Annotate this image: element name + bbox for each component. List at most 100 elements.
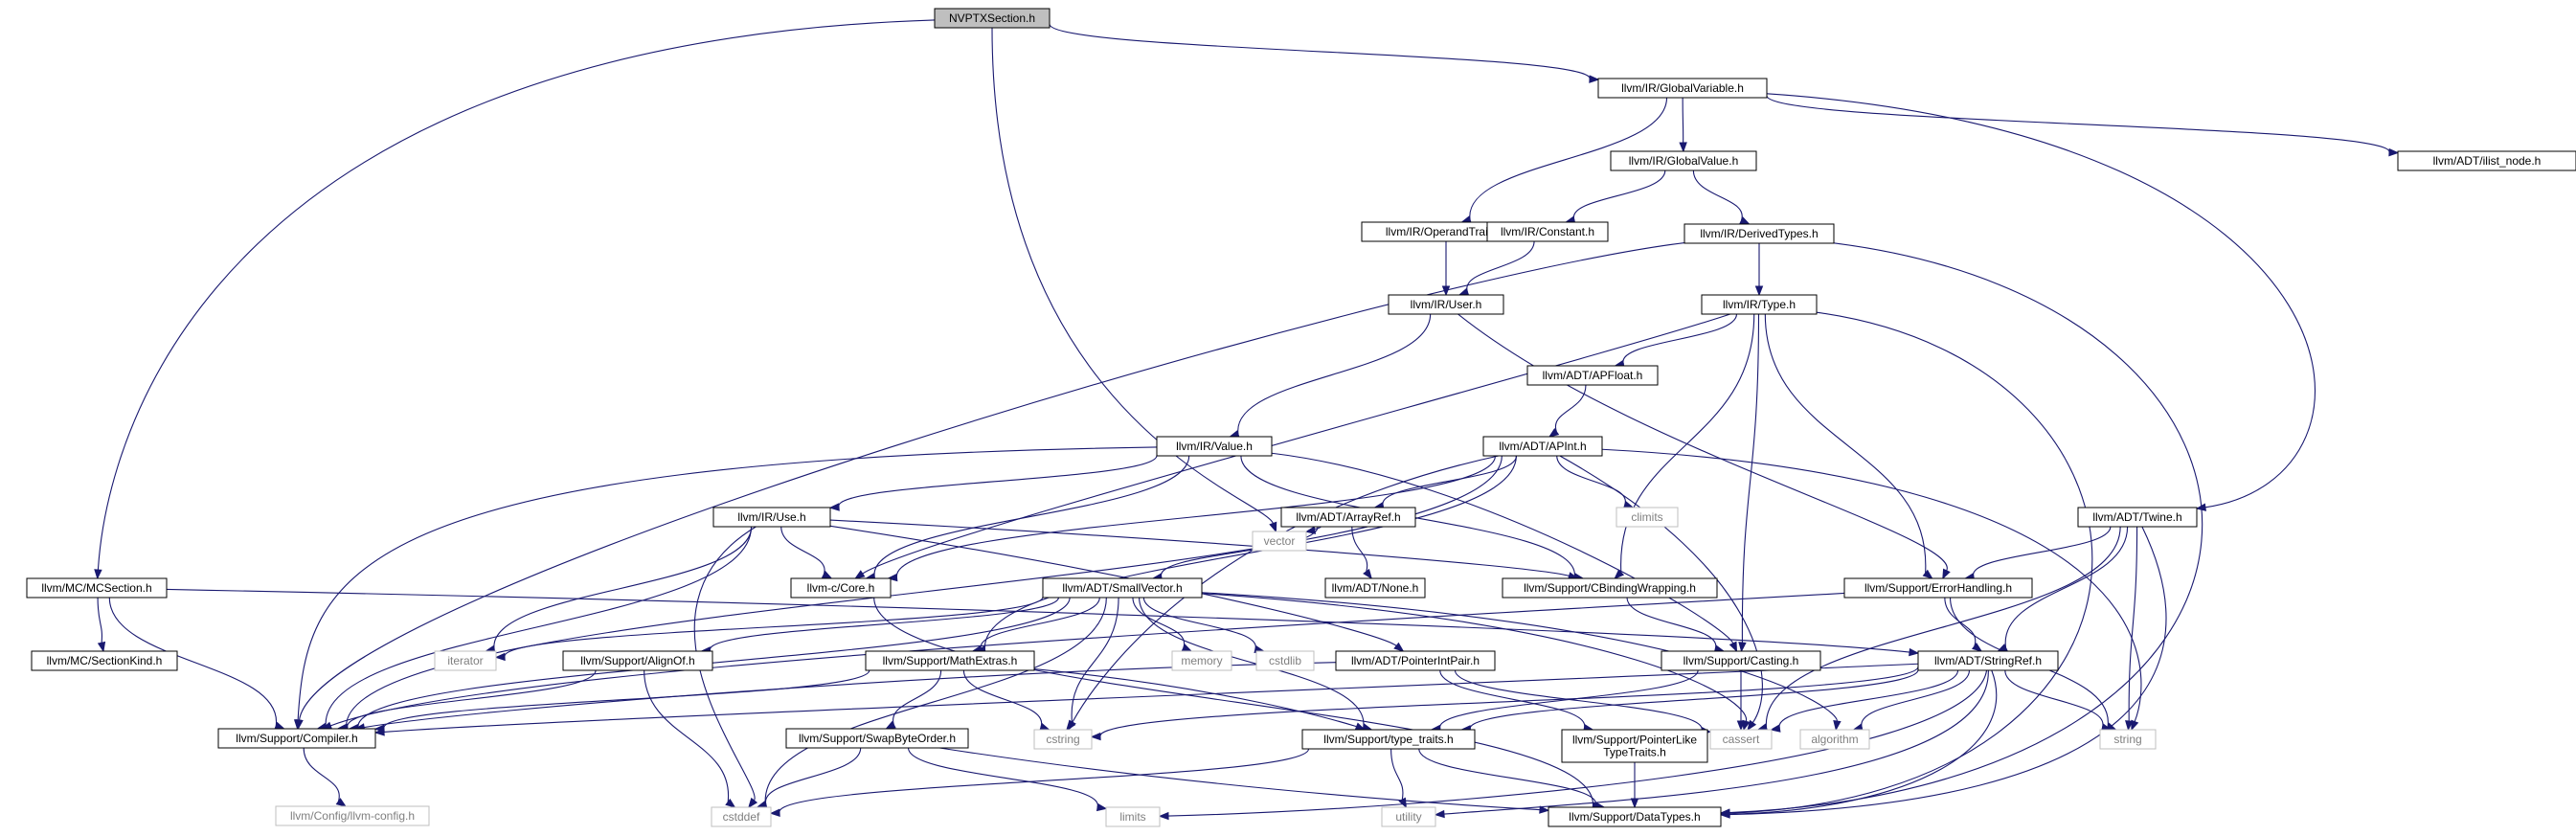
edge-smallvector-to-alignof xyxy=(700,597,1059,655)
edge-line xyxy=(1443,669,1989,815)
edge-smallvector-to-memory xyxy=(1132,597,1193,652)
node-box xyxy=(1301,729,1476,750)
node-box xyxy=(562,650,713,671)
edge-line xyxy=(1237,313,1432,435)
node-smallvector[interactable]: llvm/ADT/SmallVector.h xyxy=(1042,577,1203,599)
edge-line xyxy=(1033,668,1358,728)
edge-arrowhead xyxy=(885,720,896,730)
edge-line xyxy=(873,455,1190,577)
edge-arrayref-to-none xyxy=(1351,526,1373,580)
node-label: llvm-c/Core.h xyxy=(807,581,875,595)
node-label: llvm/Support/MathExtras.h xyxy=(883,654,1018,667)
edge-arrowhead xyxy=(2125,720,2134,732)
edge-type-to-errorhandling xyxy=(1764,313,1933,579)
edge-arrowhead xyxy=(1739,216,1751,225)
edge-mcsection-to-sectionkind xyxy=(97,597,106,653)
node-label: llvm/IR/GlobalValue.h xyxy=(1629,154,1739,168)
node-box xyxy=(1171,650,1232,671)
node-errorhandling[interactable]: llvm/Support/ErrorHandling.h xyxy=(1843,577,2033,599)
node-value[interactable]: llvm/IR/Value.h xyxy=(1156,436,1273,457)
edge-arrowhead xyxy=(1747,719,1757,732)
edge-smallvector-to-cstdlib xyxy=(1142,597,1265,654)
node-globalvalue[interactable]: llvm/IR/GlobalValue.h xyxy=(1610,150,1757,171)
edge-smallvector-to-cstring xyxy=(1066,597,1119,732)
node-label: llvm/ADT/PointerIntPair.h xyxy=(1351,654,1480,667)
node-mathextras[interactable]: llvm/Support/MathExtras.h xyxy=(865,650,1035,671)
node-apint[interactable]: llvm/ADT/APInt.h xyxy=(1482,436,1603,457)
edge-arrowhead xyxy=(1039,722,1051,731)
edge-use-to-ccore xyxy=(780,526,833,579)
edge-arrowhead xyxy=(1434,809,1445,819)
node-apfloat[interactable]: llvm/ADT/APFloat.h xyxy=(1526,365,1659,386)
node-user[interactable]: llvm/IR/User.h xyxy=(1388,294,1504,315)
edge-line xyxy=(1418,748,1596,806)
node-label: cstdlib xyxy=(1269,654,1301,667)
node-constant[interactable]: llvm/IR/Constant.h xyxy=(1486,221,1609,242)
node-compiler[interactable]: llvm/Support/Compiler.h xyxy=(217,728,376,749)
node-none[interactable]: llvm/ADT/None.h xyxy=(1324,577,1426,599)
edge-line xyxy=(1382,455,1518,507)
edge-stringref-to-string xyxy=(2004,669,2113,732)
node-type[interactable]: llvm/IR/Type.h xyxy=(1701,294,1818,315)
edge-arrowhead xyxy=(1398,797,1408,809)
node-stringref[interactable]: llvm/ADT/StringRef.h xyxy=(1917,650,2059,671)
node-box xyxy=(1381,806,1436,827)
edge-line xyxy=(1201,593,1748,722)
edge-arrowhead xyxy=(854,570,866,579)
node-ilist[interactable]: llvm/ADT/ilist_node.h xyxy=(2397,150,2576,171)
node-box xyxy=(1324,577,1426,599)
node-limits: limits xyxy=(1105,806,1161,827)
edge-stringref-to-datatypes xyxy=(1719,669,1998,819)
edge-use-to-cstddef xyxy=(693,526,758,809)
node-twine[interactable]: llvm/ADT/Twine.h xyxy=(2077,507,2198,528)
node-mcsection[interactable]: llvm/MC/MCSection.h xyxy=(26,577,168,599)
node-label: llvm/Support/SwapByteOrder.h xyxy=(799,732,956,745)
node-label: limits xyxy=(1119,810,1145,824)
node-sectionkind[interactable]: llvm/MC/SectionKind.h xyxy=(31,650,178,671)
edge-arrowhead xyxy=(373,728,385,736)
node-swapbyte[interactable]: llvm/Support/SwapByteOrder.h xyxy=(785,728,969,749)
edge-arrowhead xyxy=(1096,802,1108,812)
edge-value-to-ccore xyxy=(864,455,1190,581)
node-nvptx[interactable]: NVPTXSection.h xyxy=(934,8,1051,29)
node-pointerintpair[interactable]: llvm/ADT/PointerIntPair.h xyxy=(1335,650,1496,671)
edge-arrowhead xyxy=(1754,285,1764,297)
edge-pointerlike-to-datatypes xyxy=(1630,761,1639,809)
node-globalvar[interactable]: llvm/IR/GlobalVariable.h xyxy=(1597,78,1768,99)
node-casting[interactable]: llvm/Support/Casting.h xyxy=(1661,650,1821,671)
node-ccore[interactable]: llvm-c/Core.h xyxy=(790,577,892,599)
node-alignof[interactable]: llvm/Support/AlignOf.h xyxy=(562,650,713,671)
node-label: llvm/ADT/StringRef.h xyxy=(1934,654,2042,667)
edge-operandtraits-to-user xyxy=(1441,241,1451,297)
edge-use-to-compiler xyxy=(316,526,753,731)
edge-line xyxy=(1071,597,1119,723)
edge-line xyxy=(1454,669,1703,732)
node-box xyxy=(1042,577,1203,599)
node-use[interactable]: llvm/IR/Use.h xyxy=(712,507,831,528)
node-cstddef: cstddef xyxy=(711,806,772,827)
node-label: llvm/Support/type_traits.h xyxy=(1323,733,1453,746)
node-typetraits[interactable]: llvm/Support/type_traits.h xyxy=(1301,729,1476,750)
node-label: algorithm xyxy=(1811,733,1858,746)
node-label: cassert xyxy=(1723,733,1760,746)
edge-use-to-iterator xyxy=(484,526,753,653)
node-label: llvm/IR/Constant.h xyxy=(1501,225,1594,238)
edge-mathextras-to-cstring xyxy=(962,669,1051,731)
node-box xyxy=(1561,729,1708,763)
node-box xyxy=(1683,223,1835,244)
edge-twine-to-errorhandling xyxy=(1963,526,2112,581)
node-derivedtypes[interactable]: llvm/IR/DerivedTypes.h xyxy=(1683,223,1835,244)
edge-line xyxy=(298,241,1685,721)
edge-arrowhead xyxy=(1630,798,1639,809)
edge-apfloat-to-apint xyxy=(1548,384,1587,438)
node-datatypes[interactable]: llvm/Support/DataTypes.h xyxy=(1548,806,1722,827)
node-cbinding[interactable]: llvm/Support/CBindingWrapping.h xyxy=(1502,577,1718,599)
node-label: llvm/IR/Type.h xyxy=(1723,298,1796,311)
node-box xyxy=(785,728,969,749)
node-arrayref[interactable]: llvm/ADT/ArrayRef.h xyxy=(1280,507,1416,528)
node-box xyxy=(1610,150,1757,171)
node-cstdlib: cstdlib xyxy=(1255,650,1315,671)
edge-line xyxy=(1351,526,1368,572)
